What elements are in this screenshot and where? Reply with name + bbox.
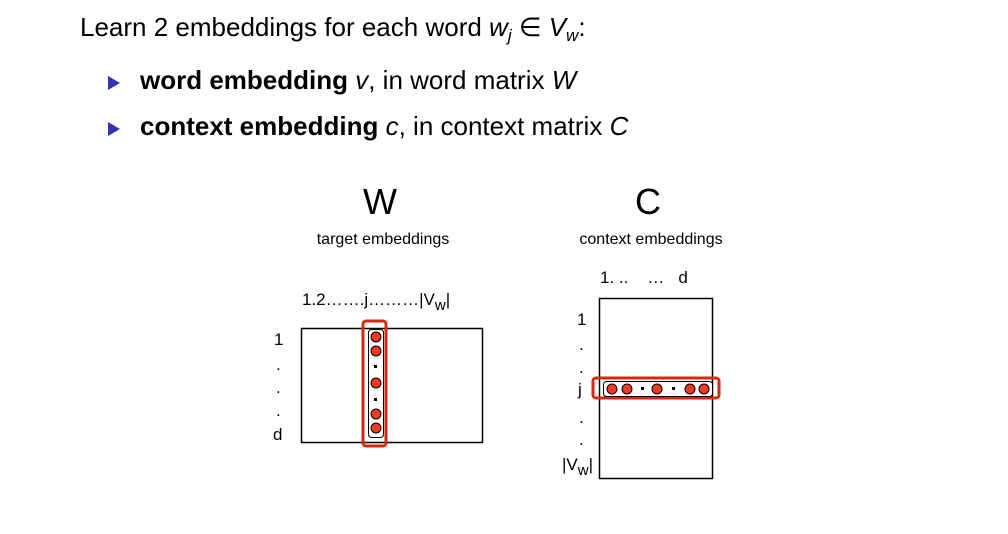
bullet-matrix: C — [609, 111, 629, 141]
w-column-highlight — [361, 319, 388, 448]
c-subtitle: context embeddings — [579, 231, 722, 248]
bullet-rest: , in context matrix — [398, 111, 610, 141]
bullet-icon — [108, 76, 120, 90]
c-col-labels: 1. .. … d — [600, 268, 688, 287]
vector-dot — [370, 345, 382, 357]
c-row-last: |Vw| — [562, 455, 593, 479]
bullet-rest: , in word matrix — [368, 65, 552, 95]
intro-text: Learn 2 embeddings for each word — [80, 12, 490, 42]
var-w: w — [489, 12, 508, 42]
w-row-label: . — [276, 355, 281, 374]
vector-dot — [606, 383, 618, 395]
var-j: j — [507, 26, 512, 45]
colon: : — [578, 12, 586, 42]
bullet-bold: context embedding — [140, 111, 379, 141]
c-row-label: . — [579, 335, 584, 354]
intro-line: Learn 2 embeddings for each word wj ∈ Vw… — [80, 12, 586, 46]
ellipsis-dot — [641, 387, 644, 390]
c-row-label: . — [579, 358, 584, 377]
c-row-highlight — [591, 376, 721, 400]
bullet-context-embedding: context embedding c, in context matrix C — [140, 111, 628, 142]
bullet-word-embedding: word embedding v, in word matrix W — [140, 65, 576, 96]
vector-dot — [621, 383, 633, 395]
vector-dot — [370, 331, 382, 343]
w-row-label: 1 — [274, 330, 283, 349]
c-row-label: . — [579, 408, 584, 427]
w-col-labels: 1.2…….j………|Vw| — [302, 290, 450, 314]
bullet-bold: word embedding — [140, 65, 348, 95]
w-row-label: d — [273, 425, 282, 444]
bullet-matrix: W — [551, 65, 577, 95]
set-sub: w — [566, 26, 579, 45]
c-row-label: j — [577, 380, 582, 399]
vector-dot — [370, 408, 382, 420]
vector-dot — [370, 422, 382, 434]
vector-dot — [370, 377, 382, 389]
w-row-label: . — [276, 378, 281, 397]
bullet-var: v — [355, 65, 369, 95]
w-title: W — [363, 181, 397, 222]
vector-dot — [698, 383, 710, 395]
ellipsis-dot — [672, 387, 675, 390]
vector-dot — [684, 383, 696, 395]
w-subtitle: target embeddings — [317, 231, 450, 248]
bullet-icon — [108, 122, 120, 136]
w-matrix — [300, 327, 484, 444]
bullet-var: c — [385, 111, 399, 141]
w-row-label: . — [276, 401, 281, 420]
c-row-label: 1 — [577, 310, 586, 329]
c-title: C — [635, 181, 661, 222]
c-row-label: . — [579, 430, 584, 449]
vector-dot — [651, 383, 663, 395]
set-v: V — [548, 12, 567, 42]
in-symbol: ∈ — [511, 12, 549, 42]
ellipsis-dot — [374, 398, 377, 401]
ellipsis-dot — [374, 365, 377, 368]
